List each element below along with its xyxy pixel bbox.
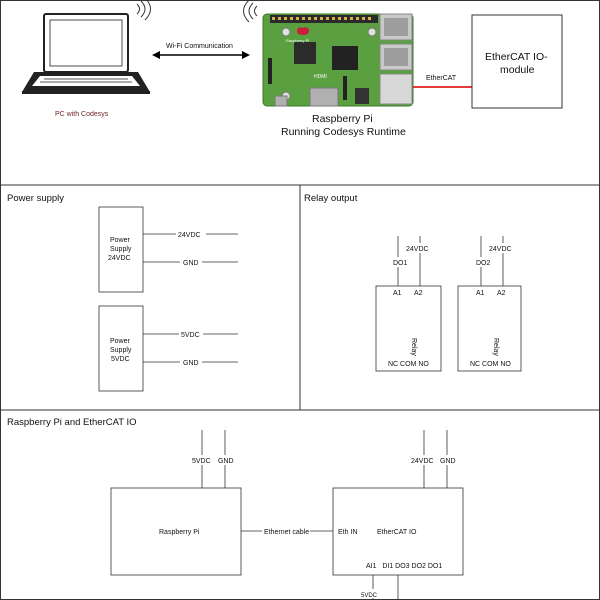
board-logo-text: Raspberry Pi xyxy=(286,38,309,43)
ethernet-cable-label: Ethernet cable xyxy=(264,529,309,536)
io-bottom-pins: AI1 DI1 DO3 DO2 DO1 xyxy=(366,563,442,570)
wifi-label: Wi-Fi Communication xyxy=(166,43,233,50)
ethercat-io-box xyxy=(332,487,464,576)
rpi-subtitle: Running Codesys Runtime xyxy=(281,126,406,138)
relay1-supply: 24VDC xyxy=(406,246,429,253)
ps24-out1-label: 24VDC xyxy=(178,232,201,239)
relay2-supply: 24VDC xyxy=(489,246,512,253)
wifi-signal-icon xyxy=(136,0,151,21)
ps5-out2-label: GND xyxy=(183,360,199,367)
power-supply-5vdc-box xyxy=(98,305,144,392)
power-supply-24vdc-box xyxy=(98,206,144,293)
ps5-line2: Supply xyxy=(110,347,132,354)
relay1-contacts: NC COM NO xyxy=(388,361,429,368)
pc-label: PC with Codesys xyxy=(55,111,109,118)
relay-output-title: Relay output xyxy=(304,193,358,204)
ethercat-link-label: EtherCAT xyxy=(426,75,457,82)
rpi-ethercat-title: Raspberry Pi and EtherCAT IO xyxy=(7,417,137,428)
relay1-signal: DO1 xyxy=(393,260,408,267)
io-pin-24vdc: 24VDC xyxy=(411,458,434,465)
relay2-body xyxy=(457,285,522,372)
rpi-box xyxy=(110,487,242,576)
raspberry-pi-board: Raspberry Pi HDMI xyxy=(262,13,414,107)
relay1-pin-a2: A2 xyxy=(414,290,423,297)
board-hdmi-text: HDMI xyxy=(314,74,327,80)
io-bottom-5vdc: 5VDC xyxy=(361,593,378,599)
rpi-pin-gnd: GND xyxy=(218,458,234,465)
ethercat-io-module-box xyxy=(471,14,563,109)
ps24-line3: 24VDC xyxy=(108,255,131,262)
relay1-pin-a1: A1 xyxy=(393,290,402,297)
power-supply-title: Power supply xyxy=(7,193,64,204)
laptop-icon xyxy=(22,13,150,94)
relay2-signal: DO2 xyxy=(476,260,491,267)
ps5-line3: 5VDC xyxy=(111,356,130,363)
ethercat-module-line1: EtherCAT IO- xyxy=(485,51,548,63)
relay-2: 24VDC DO2 A1 A2 Relay NC COM NO xyxy=(457,236,522,372)
io-port-label: Eth IN xyxy=(338,529,357,536)
ethercat-module-line2: module xyxy=(500,64,535,76)
relay2-pin-a1: A1 xyxy=(476,290,485,297)
ps5-out1-label: 5VDC xyxy=(181,332,200,339)
relay2-pin-a2: A2 xyxy=(497,290,506,297)
io-pin-gnd: GND xyxy=(440,458,456,465)
raspberry-pi-wifi-icon xyxy=(243,0,258,23)
relay1-body-label: Relay xyxy=(410,338,417,356)
ps24-out2-label: GND xyxy=(183,260,199,267)
ps24-line1: Power xyxy=(110,237,131,244)
relay-1: 24VDC DO1 A1 A2 Relay NC COM NO xyxy=(375,236,442,372)
relay2-contacts: NC COM NO xyxy=(470,361,511,368)
ps24-line2: Supply xyxy=(110,246,132,253)
relay2-body-label: Relay xyxy=(492,338,499,356)
wifi-link-arrow xyxy=(152,51,250,59)
rpi-box-label: Raspberry Pi xyxy=(159,529,200,536)
io-box-label: EtherCAT IO xyxy=(377,529,417,536)
ps5-line1: Power xyxy=(110,338,131,345)
relay1-body xyxy=(375,285,442,372)
rpi-pin-5vdc: 5VDC xyxy=(192,458,211,465)
rpi-title: Raspberry Pi xyxy=(312,113,373,125)
